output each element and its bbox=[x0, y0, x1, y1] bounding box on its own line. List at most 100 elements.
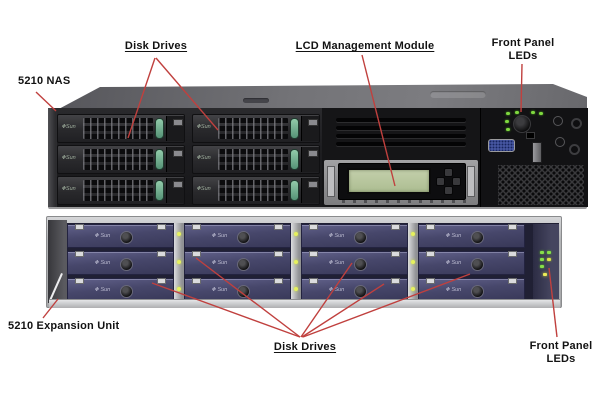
sun-logo: ❖ Sun bbox=[211, 287, 228, 293]
sun-logo: ❖ Sun bbox=[445, 260, 462, 266]
drive-release-latch bbox=[290, 180, 299, 201]
power-button bbox=[513, 115, 531, 133]
drive-handle-endcap bbox=[301, 147, 319, 172]
drive-vent-slots bbox=[218, 118, 288, 139]
lcd-screen bbox=[347, 168, 431, 194]
disk-drive: ❖ Sun bbox=[301, 224, 408, 248]
sun-logo: ❖Sun bbox=[196, 124, 211, 130]
disk-drive: ❖ Sun bbox=[301, 251, 408, 275]
sun-logo: ❖ Sun bbox=[211, 260, 228, 266]
drive-thumbscrew bbox=[471, 258, 484, 271]
label-front-panel-leds-top: Front Panel LEDs bbox=[483, 37, 563, 63]
drive-thumbscrew bbox=[120, 258, 133, 271]
reset-pinhole bbox=[553, 116, 563, 126]
callout-line-disk-bottom-3 bbox=[300, 262, 353, 338]
expansion-front-panel-leds bbox=[533, 224, 559, 302]
disk-drive: ❖ Sun bbox=[67, 251, 174, 275]
status-led bbox=[531, 111, 535, 114]
drive-column: ❖ Sun ❖ Sun ❖ Sun bbox=[418, 223, 525, 303]
drive-vent-slots bbox=[218, 149, 288, 170]
rail-led bbox=[177, 232, 181, 236]
status-led bbox=[540, 265, 544, 268]
callout-line-disk-top-right bbox=[155, 57, 219, 131]
vent-slot bbox=[336, 134, 466, 138]
sun-logo: ❖ Sun bbox=[94, 233, 111, 239]
vent-slot bbox=[336, 118, 466, 122]
rail-led bbox=[294, 287, 298, 291]
drive-thumbscrew bbox=[120, 231, 133, 244]
label-front-panel-bottom-line2: LEDs bbox=[546, 353, 576, 365]
callout-line-disk-bottom-2 bbox=[195, 257, 301, 338]
panel-screw bbox=[569, 144, 580, 155]
lcd-right-button bbox=[452, 177, 461, 186]
drive-handle-endcap bbox=[301, 116, 319, 141]
nas-front-face: ❖Sun ❖Sun ❖Sun ❖Sun ❖Sun ❖Sun bbox=[48, 108, 588, 207]
rail-led bbox=[294, 260, 298, 264]
chassis-handle-slot bbox=[243, 98, 269, 103]
label-5210-nas: 5210 NAS bbox=[18, 75, 71, 87]
drive-handle-endcap bbox=[301, 178, 319, 203]
rail-led bbox=[294, 232, 298, 236]
drive-thumbscrew bbox=[237, 258, 250, 271]
drive-column: ❖ Sun ❖ Sun ❖ Sun bbox=[67, 223, 174, 303]
sun-logo: ❖ Sun bbox=[328, 233, 345, 239]
label-5210-expansion-unit: 5210 Expansion Unit bbox=[8, 320, 120, 332]
disk-drive: ❖ Sun bbox=[418, 224, 525, 248]
drive-release-latch bbox=[290, 118, 299, 139]
status-led bbox=[539, 112, 543, 115]
status-led bbox=[515, 111, 519, 114]
rail-led bbox=[411, 232, 415, 236]
drive-thumbscrew bbox=[471, 231, 484, 244]
label-front-panel-bottom-line1: Front Panel bbox=[529, 340, 593, 352]
disk-drive: ❖Sun bbox=[57, 176, 185, 205]
disk-drive: ❖Sun bbox=[192, 176, 320, 205]
callout-line-front-panel-bottom bbox=[548, 267, 558, 338]
callout-line-expansion-pointer bbox=[42, 298, 59, 319]
lcd-left-button bbox=[436, 177, 445, 186]
panel-screw bbox=[571, 118, 582, 129]
sun-logo: ❖ Sun bbox=[445, 287, 462, 293]
nas-drive-bays: ❖Sun ❖Sun ❖Sun ❖Sun ❖Sun ❖Sun bbox=[57, 114, 322, 207]
label-lcd-management-module: LCD Management Module bbox=[295, 40, 435, 52]
vent-slot bbox=[336, 126, 466, 130]
status-led bbox=[540, 251, 544, 254]
disk-drive: ❖ Sun bbox=[67, 224, 174, 248]
drive-vent-slots bbox=[83, 180, 153, 201]
label-disk-drives-top: Disk Drives bbox=[124, 40, 188, 52]
vga-port bbox=[488, 139, 515, 152]
drive-thumbscrew bbox=[354, 285, 367, 298]
sun-logo: ❖ Sun bbox=[445, 233, 462, 239]
ventilation-grille bbox=[498, 165, 584, 205]
nas-media-bay bbox=[322, 108, 480, 207]
nas-left-mounting-ear bbox=[48, 108, 57, 207]
tray-clip-right bbox=[467, 166, 475, 197]
drive-vent-slots bbox=[83, 149, 153, 170]
label-front-panel-top-line1: Front Panel bbox=[491, 37, 555, 49]
callout-line-nas-pointer bbox=[35, 91, 57, 112]
sun-logo: ❖Sun bbox=[61, 124, 76, 130]
rail-led bbox=[177, 287, 181, 291]
drive-handle-endcap bbox=[166, 147, 184, 172]
vent-slot bbox=[336, 142, 466, 146]
drive-release-latch bbox=[155, 180, 164, 201]
sun-logo: ❖Sun bbox=[61, 155, 76, 161]
sun-logo: ❖ Sun bbox=[94, 287, 111, 293]
callout-line-disk-bottom-4 bbox=[301, 283, 385, 338]
drive-handle-endcap bbox=[166, 116, 184, 141]
label-front-panel-leds-bottom: Front Panel LEDs bbox=[521, 340, 600, 366]
bay-rail bbox=[408, 223, 418, 303]
disk-drive: ❖ Sun bbox=[418, 278, 525, 302]
lcd-management-module bbox=[324, 160, 478, 205]
serial-port bbox=[526, 132, 535, 139]
rail-led bbox=[411, 260, 415, 264]
rail-led bbox=[411, 287, 415, 291]
label-disk-drives-bottom: Disk Drives bbox=[273, 341, 337, 353]
status-led bbox=[506, 112, 510, 115]
disk-drive: ❖Sun bbox=[192, 145, 320, 174]
drive-thumbscrew bbox=[120, 285, 133, 298]
disk-drive: ❖Sun bbox=[57, 145, 185, 174]
nas-front-panel bbox=[480, 108, 588, 207]
sun-logo: ❖ Sun bbox=[328, 287, 345, 293]
disk-drive: ❖ Sun bbox=[418, 251, 525, 275]
